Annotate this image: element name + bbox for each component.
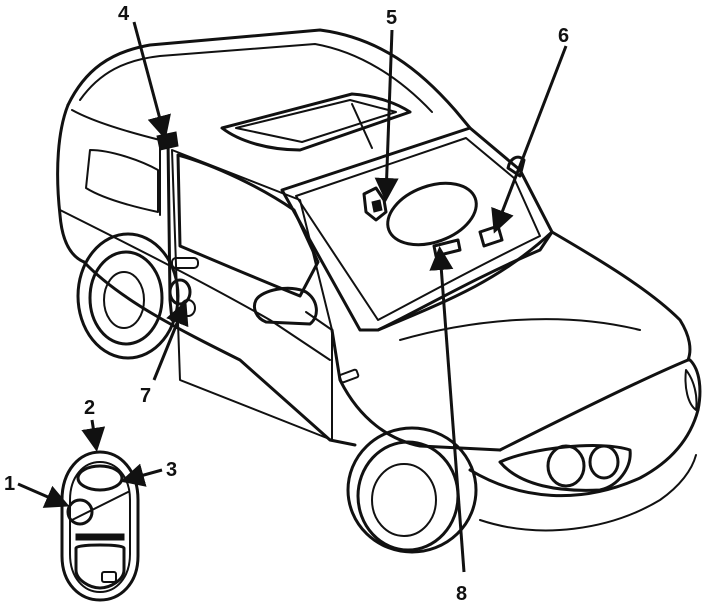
leader-lines (17, 21, 568, 573)
bumper-lower (479, 454, 697, 532)
side-marker (338, 368, 360, 384)
leader-5 (374, 29, 399, 202)
leader-7 (152, 300, 189, 381)
leader-8 (429, 246, 466, 573)
pillar-sensor (156, 131, 179, 151)
key-fob-inner (69, 461, 131, 593)
rear-tire (88, 250, 164, 346)
front-fender (330, 328, 502, 452)
rear-side-window (85, 149, 159, 213)
interior-sensor-dot (371, 199, 383, 213)
leader-6 (491, 45, 568, 234)
front-hub (371, 463, 437, 537)
key-fob (60, 450, 140, 602)
key-fob-button-left (66, 498, 94, 526)
callout-2: 2 (84, 397, 95, 419)
key-fob-logo (75, 533, 125, 541)
hood-crease (399, 318, 641, 341)
rear-quarter (56, 103, 86, 264)
leader-3 (120, 463, 163, 487)
hood-outline (376, 230, 692, 452)
sunroof-inner (235, 99, 397, 143)
leader-4 (132, 21, 171, 140)
front-door-window (176, 153, 320, 298)
mirror-mount (305, 311, 333, 331)
leader-2 (81, 419, 106, 452)
door-outline (171, 149, 333, 441)
callout-8: 8 (456, 583, 467, 605)
key-fob-button-top (76, 464, 124, 492)
roof-rack-line (79, 43, 433, 113)
rear-hub (103, 271, 145, 329)
door-handle (171, 257, 199, 269)
key-fob-slot (101, 571, 117, 583)
front-bumper (468, 358, 702, 498)
rear-window-line (71, 109, 161, 216)
callout-6: 6 (558, 25, 569, 47)
dash-unit (478, 224, 504, 248)
callout-4: 4 (118, 3, 130, 25)
callout-5: 5 (386, 7, 397, 29)
callout-3: 3 (166, 459, 177, 481)
key-fob-outline (60, 450, 140, 602)
callout-7: 7 (140, 385, 151, 407)
leader-1 (17, 482, 70, 508)
headlight-lens-right (588, 444, 620, 480)
windshield-inner (295, 137, 541, 321)
right-mirror (506, 155, 526, 178)
steering-wheel (386, 181, 478, 247)
headlight-housing (498, 444, 632, 492)
callout-1: 1 (4, 473, 15, 495)
right-headlight (684, 369, 698, 411)
mirror-stem (351, 103, 373, 149)
headlight-lens-left (546, 444, 586, 488)
roof-outline (66, 28, 472, 130)
callout-labels: 1 2 3 4 5 6 7 8 (4, 3, 569, 605)
sunroof (220, 92, 412, 152)
sill-line (82, 260, 357, 447)
side-mirror (252, 286, 318, 326)
front-wheel-arch (346, 426, 478, 554)
key-fob-divider (71, 491, 129, 521)
key-fob-ring (74, 543, 126, 590)
